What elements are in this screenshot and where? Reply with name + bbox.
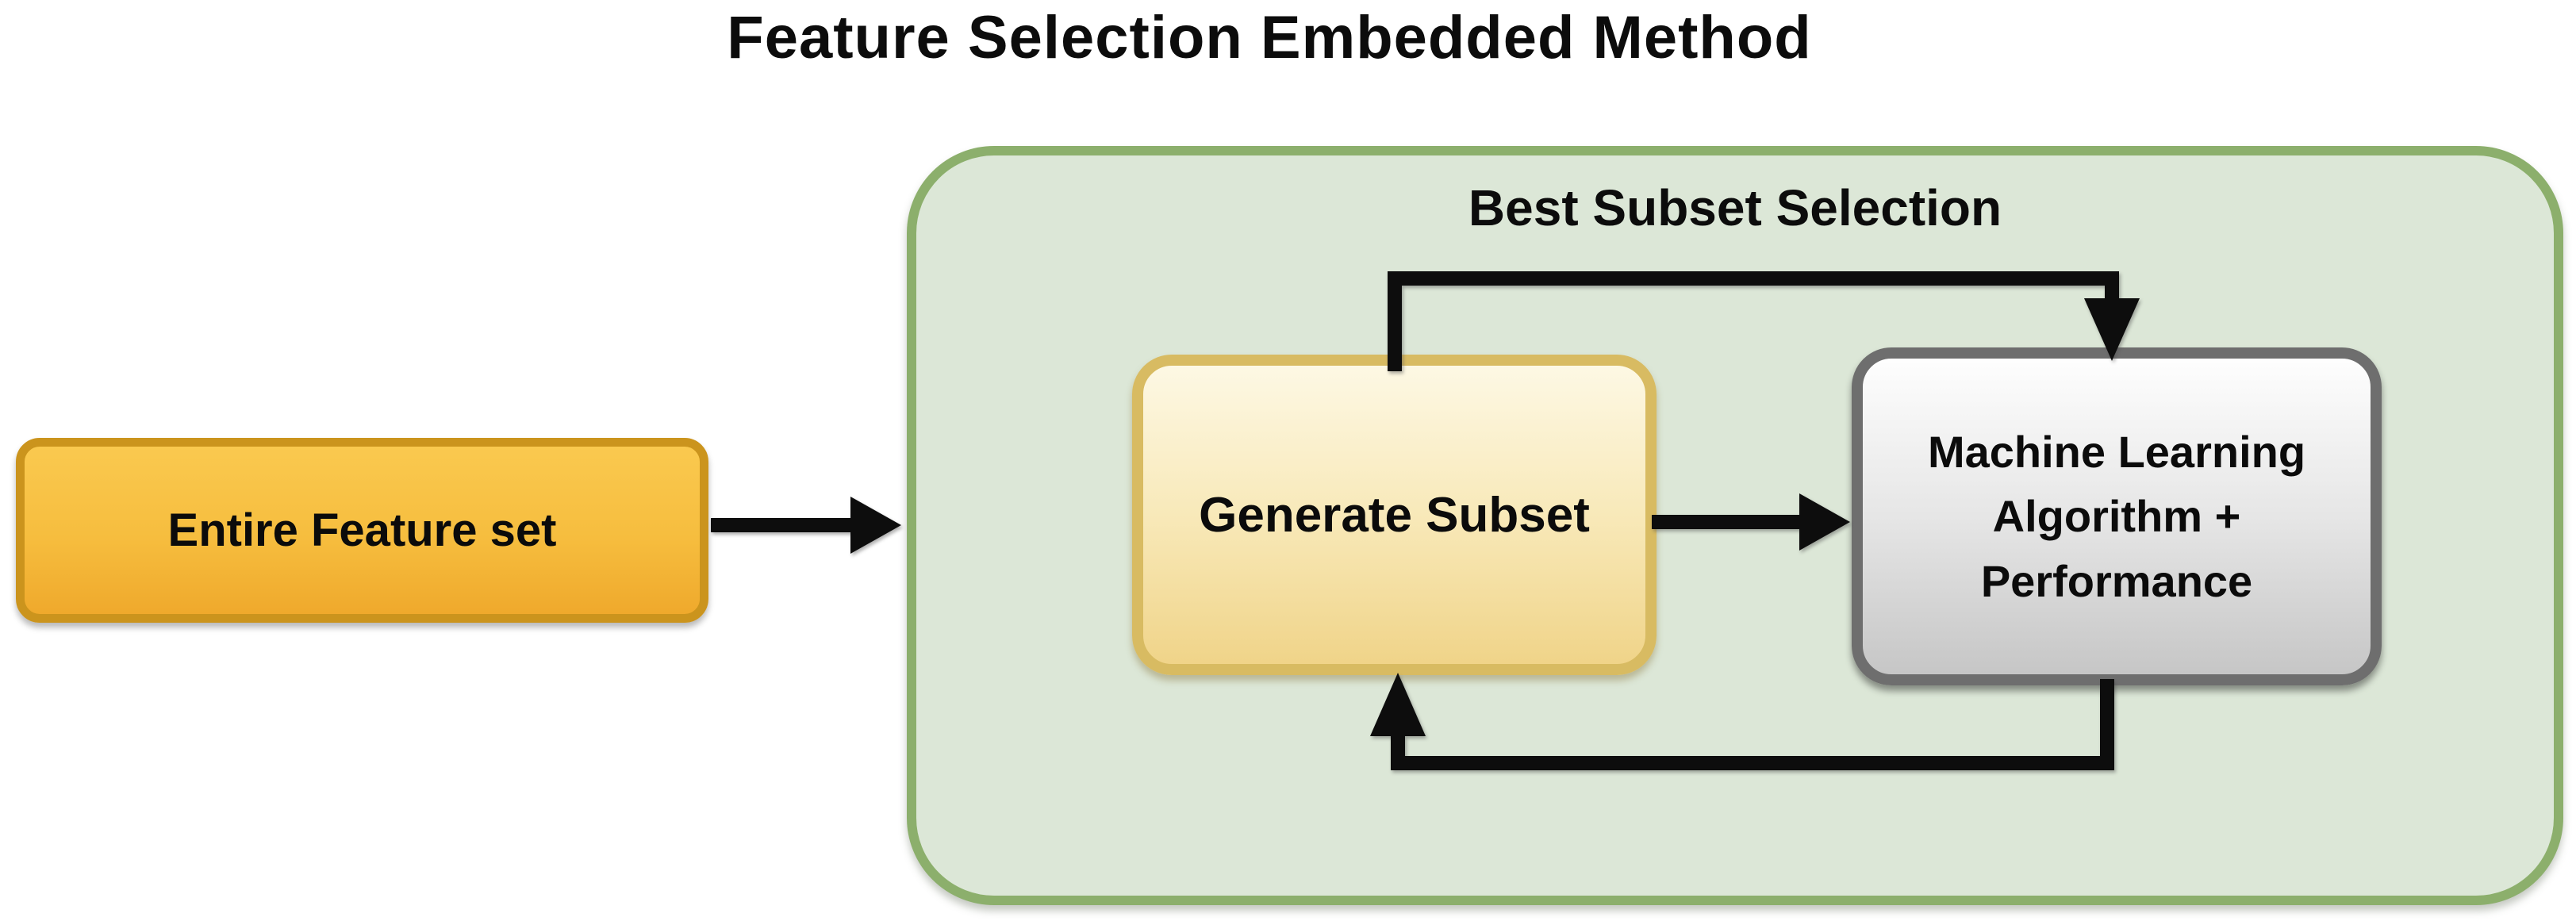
- group-title: Best Subset Selection: [1468, 179, 2002, 236]
- arrow-head-icon: [850, 497, 901, 554]
- node-ml-line-3: Performance: [1980, 555, 2253, 606]
- node-generate-subset: Generate Subset: [1132, 355, 1657, 675]
- node-ml-line-1: Machine Learning: [1927, 427, 2306, 478]
- node-entire-feature-set-label: Entire Feature set: [167, 505, 557, 556]
- node-ml-algorithm-label: Machine Learning Algorithm + Performance: [1928, 420, 2305, 613]
- node-ml-algorithm: Machine Learning Algorithm + Performance: [1852, 347, 2382, 685]
- node-ml-line-2: Algorithm +: [1992, 491, 2241, 542]
- node-generate-subset-label: Generate Subset: [1199, 487, 1590, 543]
- arrow-entire-to-group: [711, 497, 901, 554]
- diagram-title: Feature Selection Embedded Method: [727, 4, 1812, 71]
- node-entire-feature-set: Entire Feature set: [16, 438, 708, 623]
